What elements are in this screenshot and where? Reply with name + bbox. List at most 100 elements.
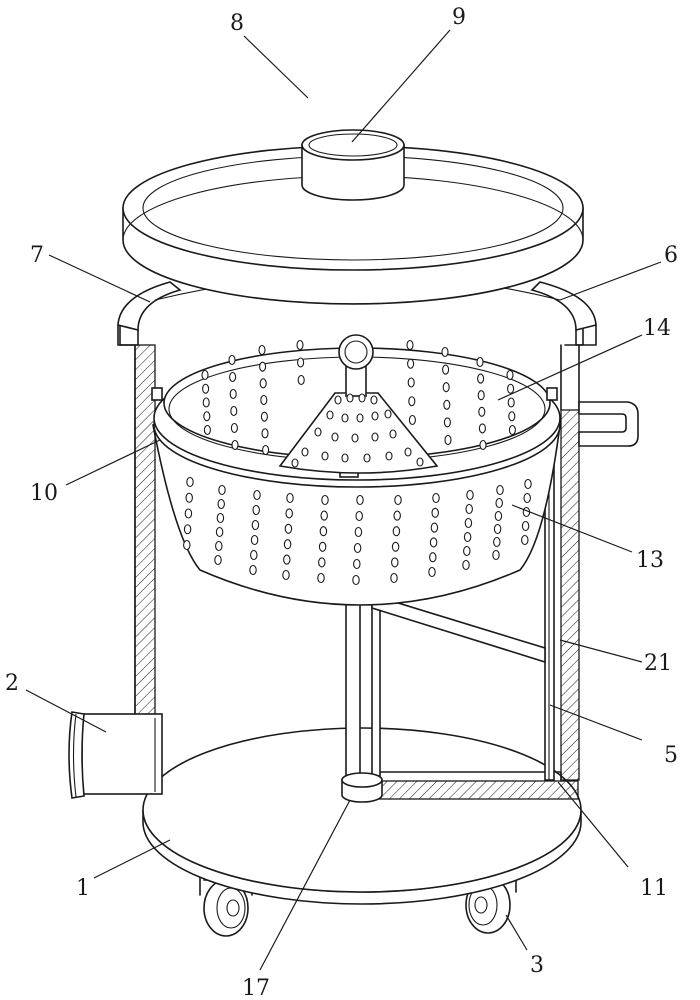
hole	[408, 396, 416, 407]
label-11: 11	[640, 876, 668, 901]
label-13: 13	[636, 548, 664, 573]
hole	[442, 382, 450, 393]
hole	[282, 569, 290, 581]
hole	[259, 378, 267, 389]
hole	[466, 489, 474, 501]
hole	[229, 388, 237, 400]
hole	[521, 520, 530, 532]
side-handle	[578, 401, 639, 447]
hole	[326, 410, 334, 420]
hole	[229, 371, 237, 383]
collar-17	[341, 772, 383, 803]
hole	[384, 409, 392, 419]
hole	[353, 558, 361, 570]
hole	[251, 519, 260, 531]
label-14: 14	[643, 316, 671, 341]
hole	[217, 498, 225, 510]
hole	[493, 536, 501, 548]
hole	[184, 508, 193, 519]
hole	[441, 346, 449, 358]
label-8: 8	[230, 11, 244, 36]
hole	[390, 572, 398, 584]
hole	[495, 497, 503, 509]
hole	[408, 414, 416, 426]
hole	[261, 428, 269, 439]
hole	[391, 541, 400, 552]
hole	[283, 539, 292, 550]
hole	[318, 541, 327, 552]
hole	[391, 557, 399, 568]
label-3: 3	[530, 953, 544, 978]
hole	[203, 424, 211, 436]
hole	[250, 534, 259, 546]
label-21: 21	[644, 651, 672, 676]
hole	[477, 390, 485, 401]
hole	[317, 572, 325, 584]
hole	[262, 444, 270, 456]
hole	[358, 393, 366, 403]
diagonal-brace	[371, 593, 546, 664]
hole	[443, 417, 451, 428]
hole	[259, 361, 267, 372]
hole	[479, 439, 487, 451]
hole	[297, 374, 305, 386]
hole	[353, 542, 362, 554]
hole	[508, 424, 516, 436]
hole	[476, 356, 484, 368]
hole	[253, 489, 261, 501]
hole	[230, 422, 238, 434]
hole	[496, 484, 504, 496]
lid	[122, 145, 584, 305]
hole	[301, 447, 309, 457]
hole	[283, 554, 291, 565]
hole	[407, 377, 415, 388]
hole	[230, 405, 238, 417]
hole	[355, 510, 363, 522]
hole	[404, 447, 412, 457]
hole	[296, 339, 304, 351]
hole	[429, 537, 438, 548]
hole	[507, 397, 515, 408]
hole	[385, 451, 393, 461]
barrel-body	[117, 274, 597, 781]
hole	[492, 549, 500, 561]
hole	[185, 492, 193, 503]
hole	[260, 394, 268, 406]
lid-cap	[301, 129, 405, 201]
hole	[432, 492, 440, 504]
hole	[319, 526, 328, 537]
hole	[407, 358, 415, 369]
hole	[214, 554, 222, 566]
hole	[462, 559, 470, 571]
hole	[508, 411, 516, 422]
hole	[371, 432, 379, 442]
hole	[352, 574, 360, 586]
hole	[392, 526, 401, 537]
hole	[443, 399, 451, 410]
hole	[334, 395, 342, 405]
hole	[183, 539, 191, 551]
hole	[406, 339, 414, 351]
hole	[494, 510, 503, 522]
base-plate	[142, 727, 582, 905]
hole	[370, 395, 378, 405]
hole	[389, 429, 397, 439]
hole	[318, 557, 326, 568]
hole	[202, 397, 210, 408]
hole	[465, 503, 473, 515]
label-6: 6	[664, 243, 678, 268]
hole	[284, 523, 293, 534]
hole	[260, 411, 268, 422]
hole	[202, 383, 210, 394]
hole	[371, 411, 379, 421]
hole	[478, 423, 486, 434]
hole	[464, 517, 473, 529]
hole	[218, 484, 226, 496]
hole	[252, 504, 260, 516]
hole	[215, 540, 223, 552]
hole	[431, 507, 439, 518]
hole	[331, 432, 339, 442]
hole	[354, 526, 363, 538]
hole	[521, 534, 529, 546]
label-2: 2	[5, 671, 19, 696]
